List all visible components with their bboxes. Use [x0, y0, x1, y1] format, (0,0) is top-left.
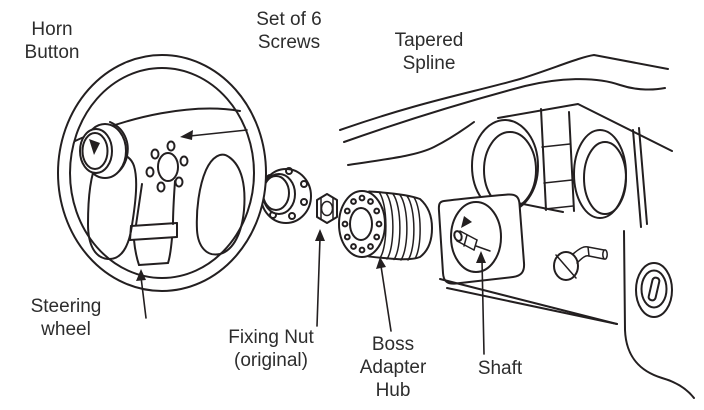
- horn-button-arrowhead: [89, 139, 100, 155]
- label-line: Shaft: [477, 358, 523, 379]
- label-fixing-nut: Fixing Nut (original): [228, 326, 314, 372]
- dashboard-cowl: [339, 54, 669, 166]
- steering-column-body: [439, 230, 695, 399]
- label-line: wheel: [41, 319, 91, 340]
- hub-screw-holes: [145, 140, 189, 193]
- hub-bolt-holes: [341, 194, 383, 254]
- steering-wheel-part: [57, 54, 267, 292]
- ignition-keyhole: [635, 262, 673, 318]
- label-line: Button: [24, 42, 80, 63]
- label-line: Adapter: [359, 357, 427, 378]
- label-line: Steering: [30, 296, 102, 317]
- label-line: Spline: [402, 53, 456, 74]
- fixing-nut-part: [316, 193, 338, 224]
- label-tapered-spline: Tapered Spline: [395, 29, 464, 75]
- wheel-hub: [145, 140, 189, 193]
- label-line: Tapered: [394, 30, 464, 51]
- label-line: Screws: [257, 32, 321, 53]
- label-boss-adapter-hub: Boss Adapter Hub: [360, 333, 427, 402]
- label-line: Hub: [375, 380, 411, 401]
- label-shaft: Shaft: [478, 357, 522, 380]
- label-horn-button: Horn Button: [25, 18, 80, 64]
- label-line: Fixing Nut: [228, 327, 314, 348]
- spline-shaft: [453, 230, 491, 252]
- label-steering-wheel: Steering wheel: [31, 295, 102, 341]
- label-line: Set of 6: [256, 9, 322, 30]
- boss-adapter-hub-part: [338, 190, 433, 261]
- horn-button-part: [79, 121, 129, 179]
- steering-column-plate: [437, 193, 526, 285]
- shaft-pointer-arrowhead: [461, 216, 472, 228]
- label-set-of-screws: Set of 6 Screws: [256, 8, 322, 54]
- leader-arrows: [136, 129, 486, 355]
- label-line: Boss: [371, 334, 415, 355]
- screw-ring-part: [260, 167, 312, 224]
- label-line: (original): [234, 350, 308, 371]
- stalk-lever: [553, 246, 608, 281]
- label-line: Horn: [31, 19, 73, 40]
